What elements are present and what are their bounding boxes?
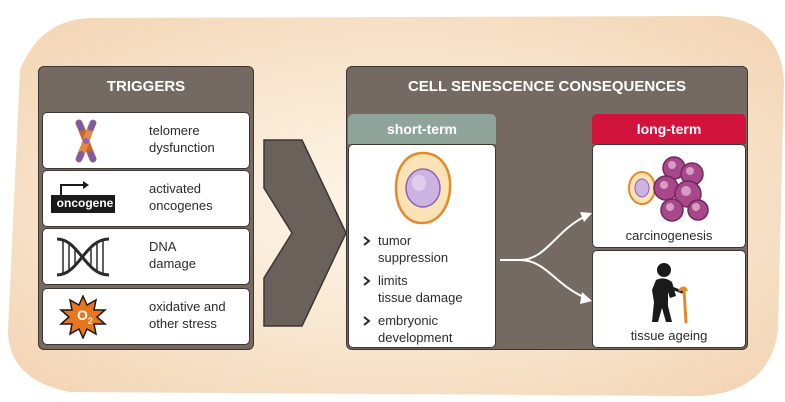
trigger-row-oncogenes: oncogene activated oncogenes [42, 170, 250, 227]
oncogene-icon-text: oncogene [56, 196, 114, 210]
trigger-row-telomere: telomere dysfunction [42, 112, 250, 169]
triggers-title: TRIGGERS [106, 78, 186, 95]
oncogene-icon [51, 181, 115, 213]
tissue-ageing-label: tissue ageing [630, 328, 708, 343]
dna-helix-icon [56, 237, 110, 277]
cancer-cells-icon [628, 156, 709, 222]
chevron-right-icon [363, 276, 371, 286]
elderly-person-icon [652, 263, 688, 324]
chevron-right-icon [363, 236, 371, 246]
oxygen-icon-text: O2 [77, 307, 93, 326]
trigger-label: activated oncogenes [149, 181, 213, 213]
chevron-right-icon [363, 316, 371, 326]
branch-arrows-icon [500, 212, 592, 304]
oxygen-burst-icon [59, 295, 107, 339]
trigger-row-dna: DNA damage [42, 228, 250, 285]
senescent-cell-icon [394, 151, 452, 225]
long-term-header: long-term [592, 114, 746, 144]
trigger-label: telomere dysfunction [149, 123, 215, 155]
carcinogenesis-label: carcinogenesis [625, 228, 713, 243]
trigger-label: oxidative and other stress [149, 299, 226, 331]
trigger-row-oxidative: O2 oxidative and other stress [42, 288, 250, 345]
short-term-header: short-term [348, 114, 496, 144]
trigger-label: DNA damage [149, 239, 196, 271]
chromosome-icon [75, 119, 97, 163]
flow-arrow-icon [263, 139, 347, 327]
consequences-title: CELL SENESCENCE CONSEQUENCES [407, 78, 687, 95]
